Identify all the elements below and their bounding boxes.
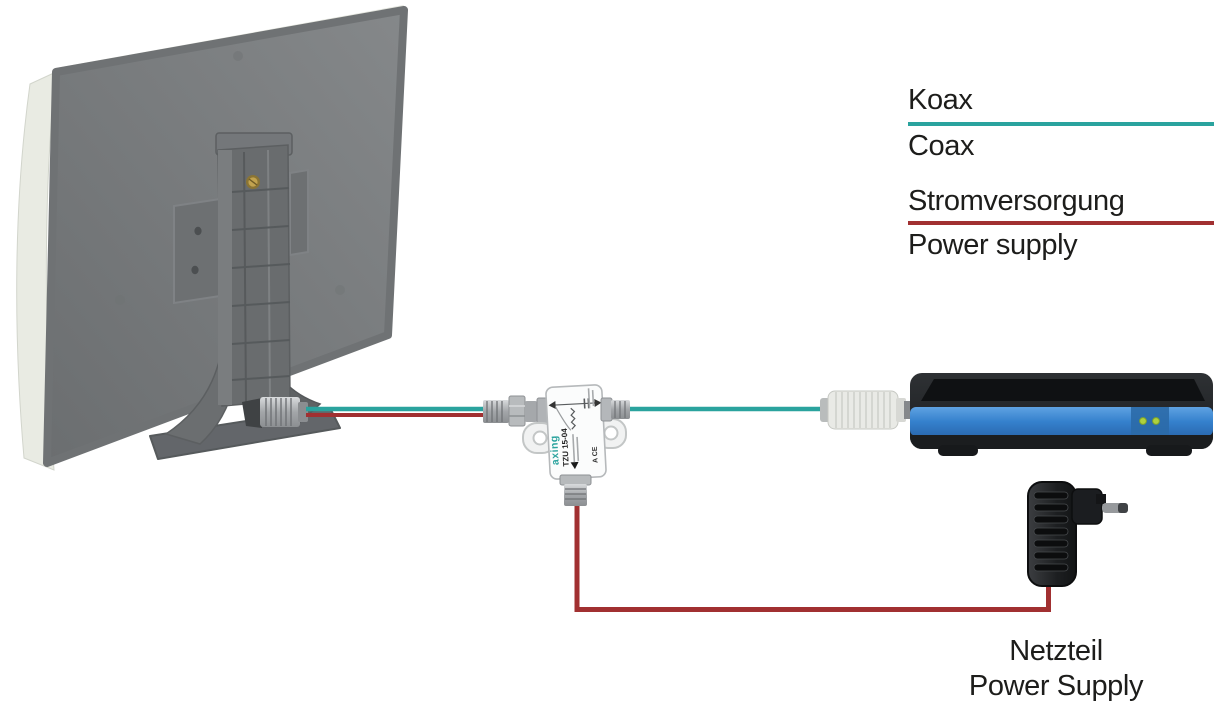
combined-coax-power-cable [306,406,488,417]
receiver-foot-right [1146,445,1192,456]
legend-power-line [908,221,1214,225]
power-supply [1027,481,1128,587]
inserter-bottom-connector [559,474,592,506]
stand-screw [246,175,260,189]
legend-coax-label-de: Koax [908,84,973,116]
psu-plug-pin [1102,503,1128,513]
receiver-led-1 [1139,417,1147,425]
legend-coax-line [908,122,1214,126]
receiver-led-panel [1131,407,1169,436]
wall-mount-plate-left [173,197,221,305]
psu-plug [1071,488,1128,525]
antenna-stand [149,132,341,460]
inserter-fine-print [572,388,595,463]
power-inserter: axing TZU 15-04 A CE [483,384,630,506]
psu-caption: Netzteil Power Supply [916,634,1196,704]
psu-vent-slats [1033,491,1069,572]
psu-caption-en: Power Supply [968,670,1144,702]
receiver-foot-left [938,445,978,456]
panel-dimple [335,285,345,295]
inserter-brand-label: axing [548,435,562,466]
power-cable-to-inserter [574,504,1051,612]
receiver-connector [820,390,916,430]
inserter-left-connector [483,395,551,427]
receiver-top-face [921,379,1205,401]
receiver-bottom-strip [910,435,1213,449]
psu-caption-de: Netzteil [1009,635,1103,667]
wall-mount-plate-right [289,168,309,257]
antenna-f-connector [242,397,308,428]
indoor-antenna [16,5,408,471]
receiver-led-2 [1152,417,1160,425]
inserter-right-connector [600,397,630,422]
stand-column [215,132,293,407]
panel-dimple [233,51,243,61]
receiver [820,373,1213,456]
panel-dimple [115,295,125,305]
inserter-ce-mark: A CE [592,446,600,463]
inserter-model-label: TZU 15-04 [560,428,571,467]
legend-power-label-de: Stromversorgung [908,185,1125,217]
legend-coax-label-en: Coax [908,130,975,162]
legend-power-label-en: Power supply [908,229,1078,261]
